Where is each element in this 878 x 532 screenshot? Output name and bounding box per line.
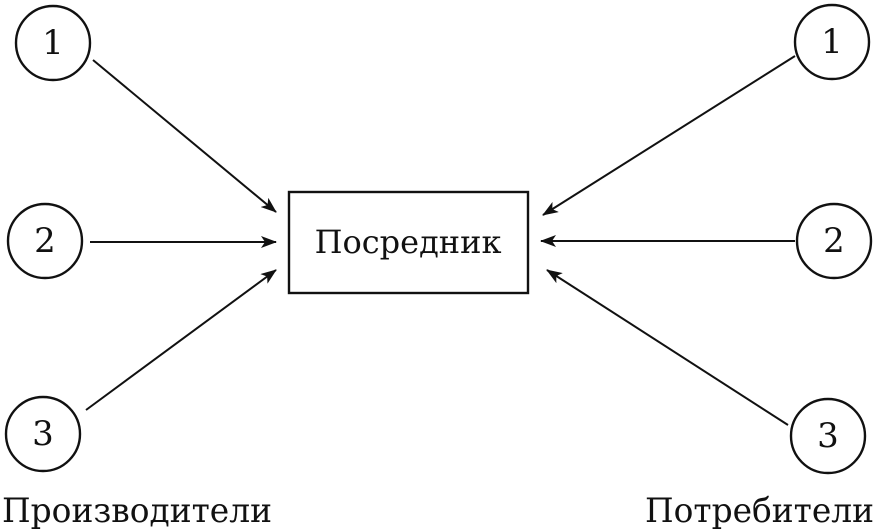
producers-group-label: Производители bbox=[2, 491, 272, 531]
producer-node-1-label: 1 bbox=[42, 23, 64, 63]
edge-consumer-3 bbox=[546, 269, 789, 426]
intermediary-box bbox=[287, 190, 530, 295]
intermediary-node: Посредник bbox=[287, 190, 530, 295]
edge-producer-3 bbox=[85, 269, 277, 411]
consumer-node-3-label: 3 bbox=[817, 416, 839, 456]
consumer-node-3: 3 bbox=[789, 397, 867, 475]
producer-node-1: 1 bbox=[14, 4, 92, 82]
producer-node-3: 3 bbox=[4, 395, 82, 473]
producer-node-3-label: 3 bbox=[32, 414, 54, 454]
consumer-node-1: 1 bbox=[793, 3, 871, 81]
edge-consumer-1 bbox=[542, 55, 796, 216]
producer-node-2: 2 bbox=[6, 202, 84, 280]
producer-node-2-label: 2 bbox=[34, 221, 56, 261]
consumers-group-label: Потребители bbox=[645, 491, 874, 531]
intermediary-label: Посредник bbox=[315, 223, 502, 261]
consumer-node-2-label: 2 bbox=[823, 221, 845, 261]
consumer-node-1-label: 1 bbox=[821, 22, 843, 62]
consumer-node-2: 2 bbox=[795, 202, 873, 280]
edge-producer-1 bbox=[92, 59, 277, 213]
